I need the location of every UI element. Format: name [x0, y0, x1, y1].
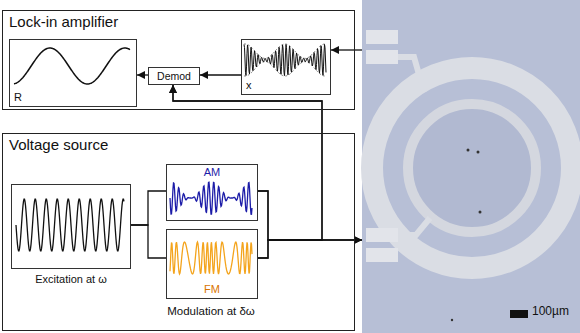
scale-bar — [510, 310, 528, 318]
signal-wire — [331, 46, 362, 54]
signal-box: Excitation at ω — [11, 184, 131, 290]
arrow-head — [137, 71, 145, 79]
signal-caption: Excitation at ω — [35, 273, 107, 286]
wire-line — [258, 240, 362, 258]
signal-frame — [11, 184, 131, 269]
arrow-head — [169, 85, 177, 93]
fm-waveform — [170, 242, 252, 274]
resonator-ring — [408, 104, 536, 232]
signal-label: FM — [204, 283, 220, 296]
box-title: Voltage source — [9, 136, 108, 153]
signal-wire — [137, 71, 148, 79]
signal-wire — [169, 85, 322, 240]
plot-box: R — [9, 39, 137, 107]
device-photo — [362, 0, 580, 333]
wire-line — [131, 191, 166, 225]
arrow-head — [331, 46, 339, 54]
signal-label: AM — [204, 166, 221, 179]
signal-wire — [131, 191, 166, 225]
signal-wire — [131, 225, 166, 258]
speck — [477, 151, 480, 154]
modulation-caption: Modulation at δω — [167, 305, 255, 318]
signal-box: AM — [166, 164, 258, 221]
contact-pad — [366, 228, 398, 242]
arrow-head — [169, 85, 177, 93]
contact-pad — [366, 248, 398, 262]
device-image: 100µm — [362, 0, 580, 333]
signal-wire — [258, 236, 362, 258]
signal-wire — [258, 191, 362, 244]
speck — [479, 211, 482, 214]
scale-label: 100µm — [532, 305, 569, 319]
feed-line — [398, 57, 424, 92]
wire-line — [173, 85, 322, 258]
instrument-box: Lock-in amplifierR Demod x — [2, 10, 355, 110]
signal-waveform — [244, 44, 326, 75]
feed-line — [398, 218, 430, 235]
plot-label: R — [14, 91, 22, 104]
box-label: Demod — [157, 70, 191, 82]
signal-box: FM — [166, 229, 258, 299]
output-waveform — [14, 48, 130, 84]
wire-line — [258, 191, 362, 240]
signal-wire — [169, 85, 322, 258]
arrow-head — [354, 236, 362, 244]
process-box: Demod — [148, 67, 200, 85]
arrow-head — [354, 236, 362, 244]
speck — [467, 149, 470, 152]
am-waveform — [170, 182, 252, 214]
plot-box: x — [241, 39, 331, 95]
wire-line — [131, 225, 166, 258]
speck — [451, 319, 453, 321]
wire-line — [173, 85, 322, 240]
outer-ring — [372, 68, 572, 268]
excitation-waveform — [16, 199, 124, 250]
contact-pad — [366, 30, 398, 44]
instrument-box: Voltage sourceExcitation at ω AM FM — [2, 133, 355, 331]
box-title: Lock-in amplifier — [9, 13, 118, 30]
arrow-head — [200, 71, 208, 79]
plot-label: x — [246, 79, 252, 92]
signal-wire — [200, 71, 241, 79]
contact-pad — [366, 50, 398, 64]
